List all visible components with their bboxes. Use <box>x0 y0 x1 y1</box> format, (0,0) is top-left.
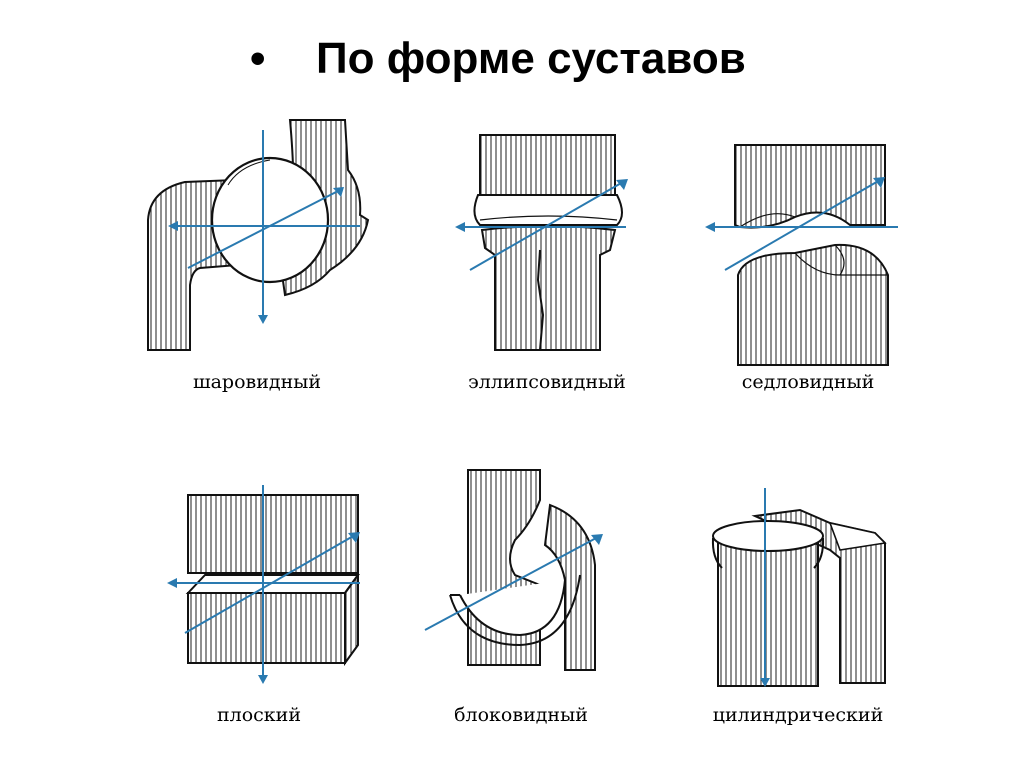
joint-ellipsoid <box>440 130 640 360</box>
ellipsoid-joint-illustration <box>455 134 628 351</box>
caption-trochlear: блоковидный <box>454 704 588 726</box>
title-bullet: • <box>250 34 266 83</box>
saddle-joint-illustration <box>705 144 898 366</box>
cylindrical-joint-illustration <box>711 488 887 687</box>
plane-joint-illustration <box>167 485 360 684</box>
caption-saddle: седловидный <box>741 371 875 393</box>
caption-cylindrical: цилиндрический <box>712 704 884 726</box>
joint-spherical <box>130 110 380 360</box>
joint-cylindrical <box>700 488 900 693</box>
slide-title: • По форме суставов <box>250 34 746 84</box>
oblique-axis <box>724 179 881 271</box>
oblique-axis <box>469 181 624 271</box>
caption-ellipsoid: эллипсовидный <box>468 371 626 393</box>
joint-saddle <box>700 135 910 366</box>
joint-trochlear <box>420 465 620 690</box>
spherical-joint-illustration <box>147 119 370 351</box>
caption-spherical: шаровидный <box>192 371 322 393</box>
oblique-axis <box>187 189 341 269</box>
caption-plane: плоский <box>216 704 302 726</box>
oblique-axis <box>424 536 599 631</box>
oblique-axis <box>184 534 356 634</box>
title-text: По форме суставов <box>316 34 746 83</box>
joint-plane <box>160 485 375 690</box>
trochlear-joint-illustration <box>424 469 603 671</box>
